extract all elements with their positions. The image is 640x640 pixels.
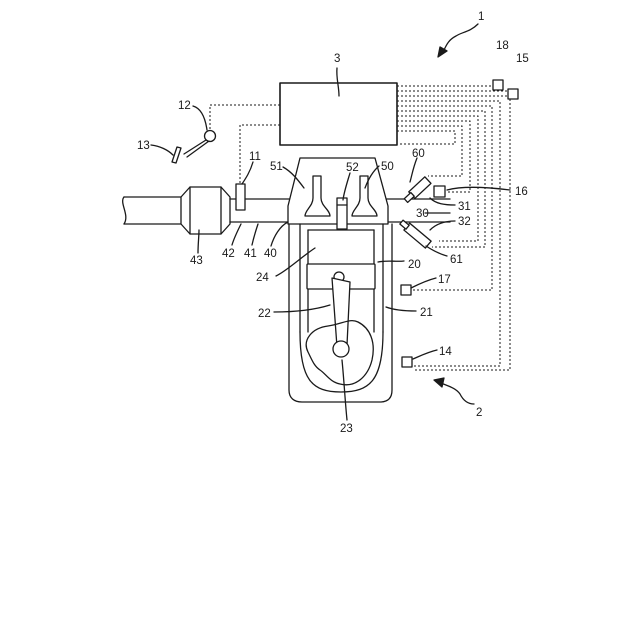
label-18: 18: [496, 40, 509, 52]
label-20: 20: [408, 259, 421, 271]
label-52: 52: [346, 162, 359, 174]
label-42: 42: [222, 248, 235, 260]
label-16: 16: [515, 186, 528, 198]
sensor-17: [401, 285, 411, 295]
label-61: 61: [450, 254, 463, 266]
label-11: 11: [249, 151, 261, 163]
reference-arrow-2: [434, 378, 474, 404]
label-1: 1: [478, 11, 484, 23]
label-3: 3: [334, 53, 340, 65]
label-21: 21: [420, 307, 433, 319]
label-13: 13: [137, 140, 150, 152]
label-15: 15: [516, 53, 529, 65]
signal-lines: [210, 86, 512, 370]
label-22: 22: [258, 308, 271, 320]
label-40: 40: [264, 248, 277, 260]
label-17: 17: [438, 274, 451, 286]
label-14: 14: [439, 346, 452, 358]
leader-lines: [151, 68, 510, 420]
valve-61: [399, 219, 432, 248]
accelerator-pedal: [172, 131, 216, 164]
label-24: 24: [256, 272, 269, 284]
sensor-15: [508, 89, 518, 99]
label-2: 2: [476, 407, 482, 419]
label-32: 32: [458, 216, 471, 228]
sensor-14: [402, 357, 412, 367]
label-43: 43: [190, 255, 203, 267]
label-23: 23: [340, 423, 353, 435]
label-51: 51: [270, 161, 283, 173]
label-31: 31: [458, 201, 471, 213]
exhaust-system: [123, 187, 300, 234]
reference-arrow-1: [438, 24, 478, 57]
sensor-11: [236, 184, 245, 210]
injector-60: [403, 177, 431, 204]
sensor-16: [434, 186, 445, 197]
sensor-18: [493, 80, 503, 90]
label-12: 12: [178, 100, 191, 112]
label-30: 30: [416, 208, 429, 220]
piston-crank-assembly: [306, 264, 375, 385]
label-50: 50: [381, 161, 394, 173]
label-41: 41: [244, 248, 257, 260]
label-60: 60: [412, 148, 425, 160]
